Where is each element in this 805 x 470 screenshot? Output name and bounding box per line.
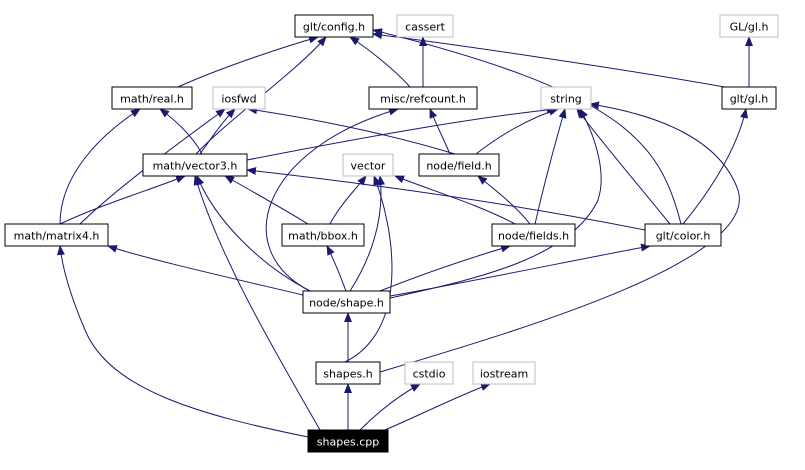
node-box: [294, 14, 374, 38]
edge-shapes-cpp-to-math-matrix4: [56, 245, 309, 438]
node-box: [404, 361, 454, 385]
edge-node-shape-to-string: [389, 108, 602, 299]
node-box: [111, 86, 193, 110]
node-iostream[interactable]: iostream: [472, 361, 536, 385]
node-label: node/field.h: [426, 160, 491, 173]
node-math-real[interactable]: math/real.h: [111, 86, 193, 110]
node-box: [491, 223, 576, 247]
node-box: [418, 153, 500, 177]
edge-math-matrix4-to-math-real: [59, 108, 141, 225]
node-glt-color[interactable]: glt/color.h: [644, 223, 722, 247]
node-label: math/bbox.h: [288, 230, 358, 243]
edge-math-bbox-to-math-vector3: [224, 175, 309, 225]
node-cassert[interactable]: cassert: [396, 14, 454, 38]
edge-glt-color-to-string: [576, 108, 671, 225]
node-shapes-cpp[interactable]: shapes.cpp: [307, 429, 389, 453]
node-label: glt/config.h: [303, 21, 365, 34]
edge-shapes-cpp-to-iostream: [384, 383, 491, 431]
node-label: cassert: [405, 21, 446, 34]
node-label: node/fields.h: [498, 230, 569, 243]
edge-node-fields-to-vector: [394, 175, 516, 225]
edge-node-fields-to-node-field: [477, 175, 531, 225]
edge-shapes-h-to-vector: [344, 175, 393, 363]
node-label: math/matrix4.h: [14, 230, 100, 243]
node-box: [719, 14, 779, 38]
node-glt-gl[interactable]: glt/gl.h: [721, 86, 777, 110]
node-glt-config[interactable]: glt/config.h: [294, 14, 374, 38]
edge-misc-refcount-to-glt-config: [349, 36, 411, 88]
edge-glt-color-to-glt-config: [372, 28, 682, 225]
edge-math-vector3-to-string: [246, 105, 557, 161]
node-gl-gl[interactable]: GL/gl.h: [719, 14, 779, 38]
node-vector[interactable]: vector: [342, 153, 394, 177]
edge-node-shape-to-glt-color: [389, 243, 651, 297]
node-label: node/shape.h: [309, 297, 384, 310]
edge-shapes-cpp-to-cstdio: [359, 383, 421, 431]
edge-math-vector3-to-math-real: [159, 108, 203, 155]
edge-node-shape-to-node-fields: [379, 244, 511, 292]
node-box: [315, 361, 381, 385]
node-box: [540, 86, 592, 110]
edges-layer: [56, 28, 753, 438]
edge-glt-color-to-math-vector3: [246, 167, 646, 231]
node-node-fields[interactable]: node/fields.h: [491, 223, 576, 247]
node-math-matrix4[interactable]: math/matrix4.h: [4, 223, 109, 247]
node-box: [368, 86, 478, 110]
node-box: [281, 223, 365, 247]
node-label: GL/gl.h: [730, 21, 769, 34]
node-label: glt/color.h: [656, 230, 711, 243]
edge-node-shape-to-math-vector3: [196, 175, 311, 292]
edge-math-bbox-to-vector: [329, 175, 367, 225]
node-box: [472, 361, 536, 385]
edge-math-vector3-to-iosfwd: [199, 108, 236, 155]
node-label: iostream: [480, 368, 528, 381]
edge-node-field-to-iosfwd: [247, 106, 456, 155]
edge-node-shape-to-misc-refcount: [265, 107, 399, 292]
node-label: vector: [351, 160, 386, 173]
node-label: shapes.cpp: [317, 436, 379, 449]
node-label: cstdio: [413, 368, 446, 381]
node-box: [342, 153, 394, 177]
edge-node-fields-to-string: [534, 108, 567, 225]
edge-node-field-to-string: [475, 107, 559, 155]
node-box: [302, 290, 391, 314]
edge-node-shape-to-math-matrix4: [107, 245, 304, 296]
node-box: [307, 429, 389, 453]
edge-node-shape-to-math-bbox: [326, 245, 347, 292]
edge-glt-gl-to-glt-config: [372, 31, 731, 89]
node-box: [142, 153, 248, 177]
node-box: [212, 86, 266, 110]
edge-math-matrix4-to-math-vector3: [59, 175, 186, 225]
node-misc-refcount[interactable]: misc/refcount.h: [368, 86, 478, 110]
node-label: glt/gl.h: [730, 93, 769, 106]
node-math-bbox[interactable]: math/bbox.h: [281, 223, 365, 247]
edge-glt-color-to-glt-gl: [682, 108, 748, 225]
node-box: [396, 14, 454, 38]
node-box: [644, 223, 722, 247]
node-math-vector3[interactable]: math/vector3.h: [142, 153, 248, 177]
node-label: string: [550, 93, 582, 106]
node-box: [721, 86, 777, 110]
node-label: math/vector3.h: [153, 160, 238, 173]
edge-math-real-to-glt-config: [177, 35, 319, 88]
edge-shapes-h-to-string: [379, 101, 740, 373]
edge-node-shape-to-vector: [349, 175, 385, 292]
node-shapes-h[interactable]: shapes.h: [315, 361, 381, 385]
node-string[interactable]: string: [540, 86, 592, 110]
nodes-layer: glt/config.h cassert GL/gl.h math/real.h ios…: [4, 14, 779, 453]
node-node-field[interactable]: node/field.h: [418, 153, 500, 177]
node-cstdio[interactable]: cstdio: [404, 361, 454, 385]
edge-shapes-cpp-to-math-vector3: [193, 175, 321, 431]
node-box: [4, 223, 109, 247]
node-label: iosfwd: [221, 93, 256, 106]
node-label: math/real.h: [120, 93, 184, 106]
node-label: misc/refcount.h: [380, 93, 466, 106]
node-label: shapes.h: [323, 368, 372, 381]
node-node-shape[interactable]: node/shape.h: [302, 290, 391, 314]
node-iosfwd[interactable]: iosfwd: [212, 86, 266, 110]
edge-node-field-to-misc-refcount: [429, 108, 451, 155]
